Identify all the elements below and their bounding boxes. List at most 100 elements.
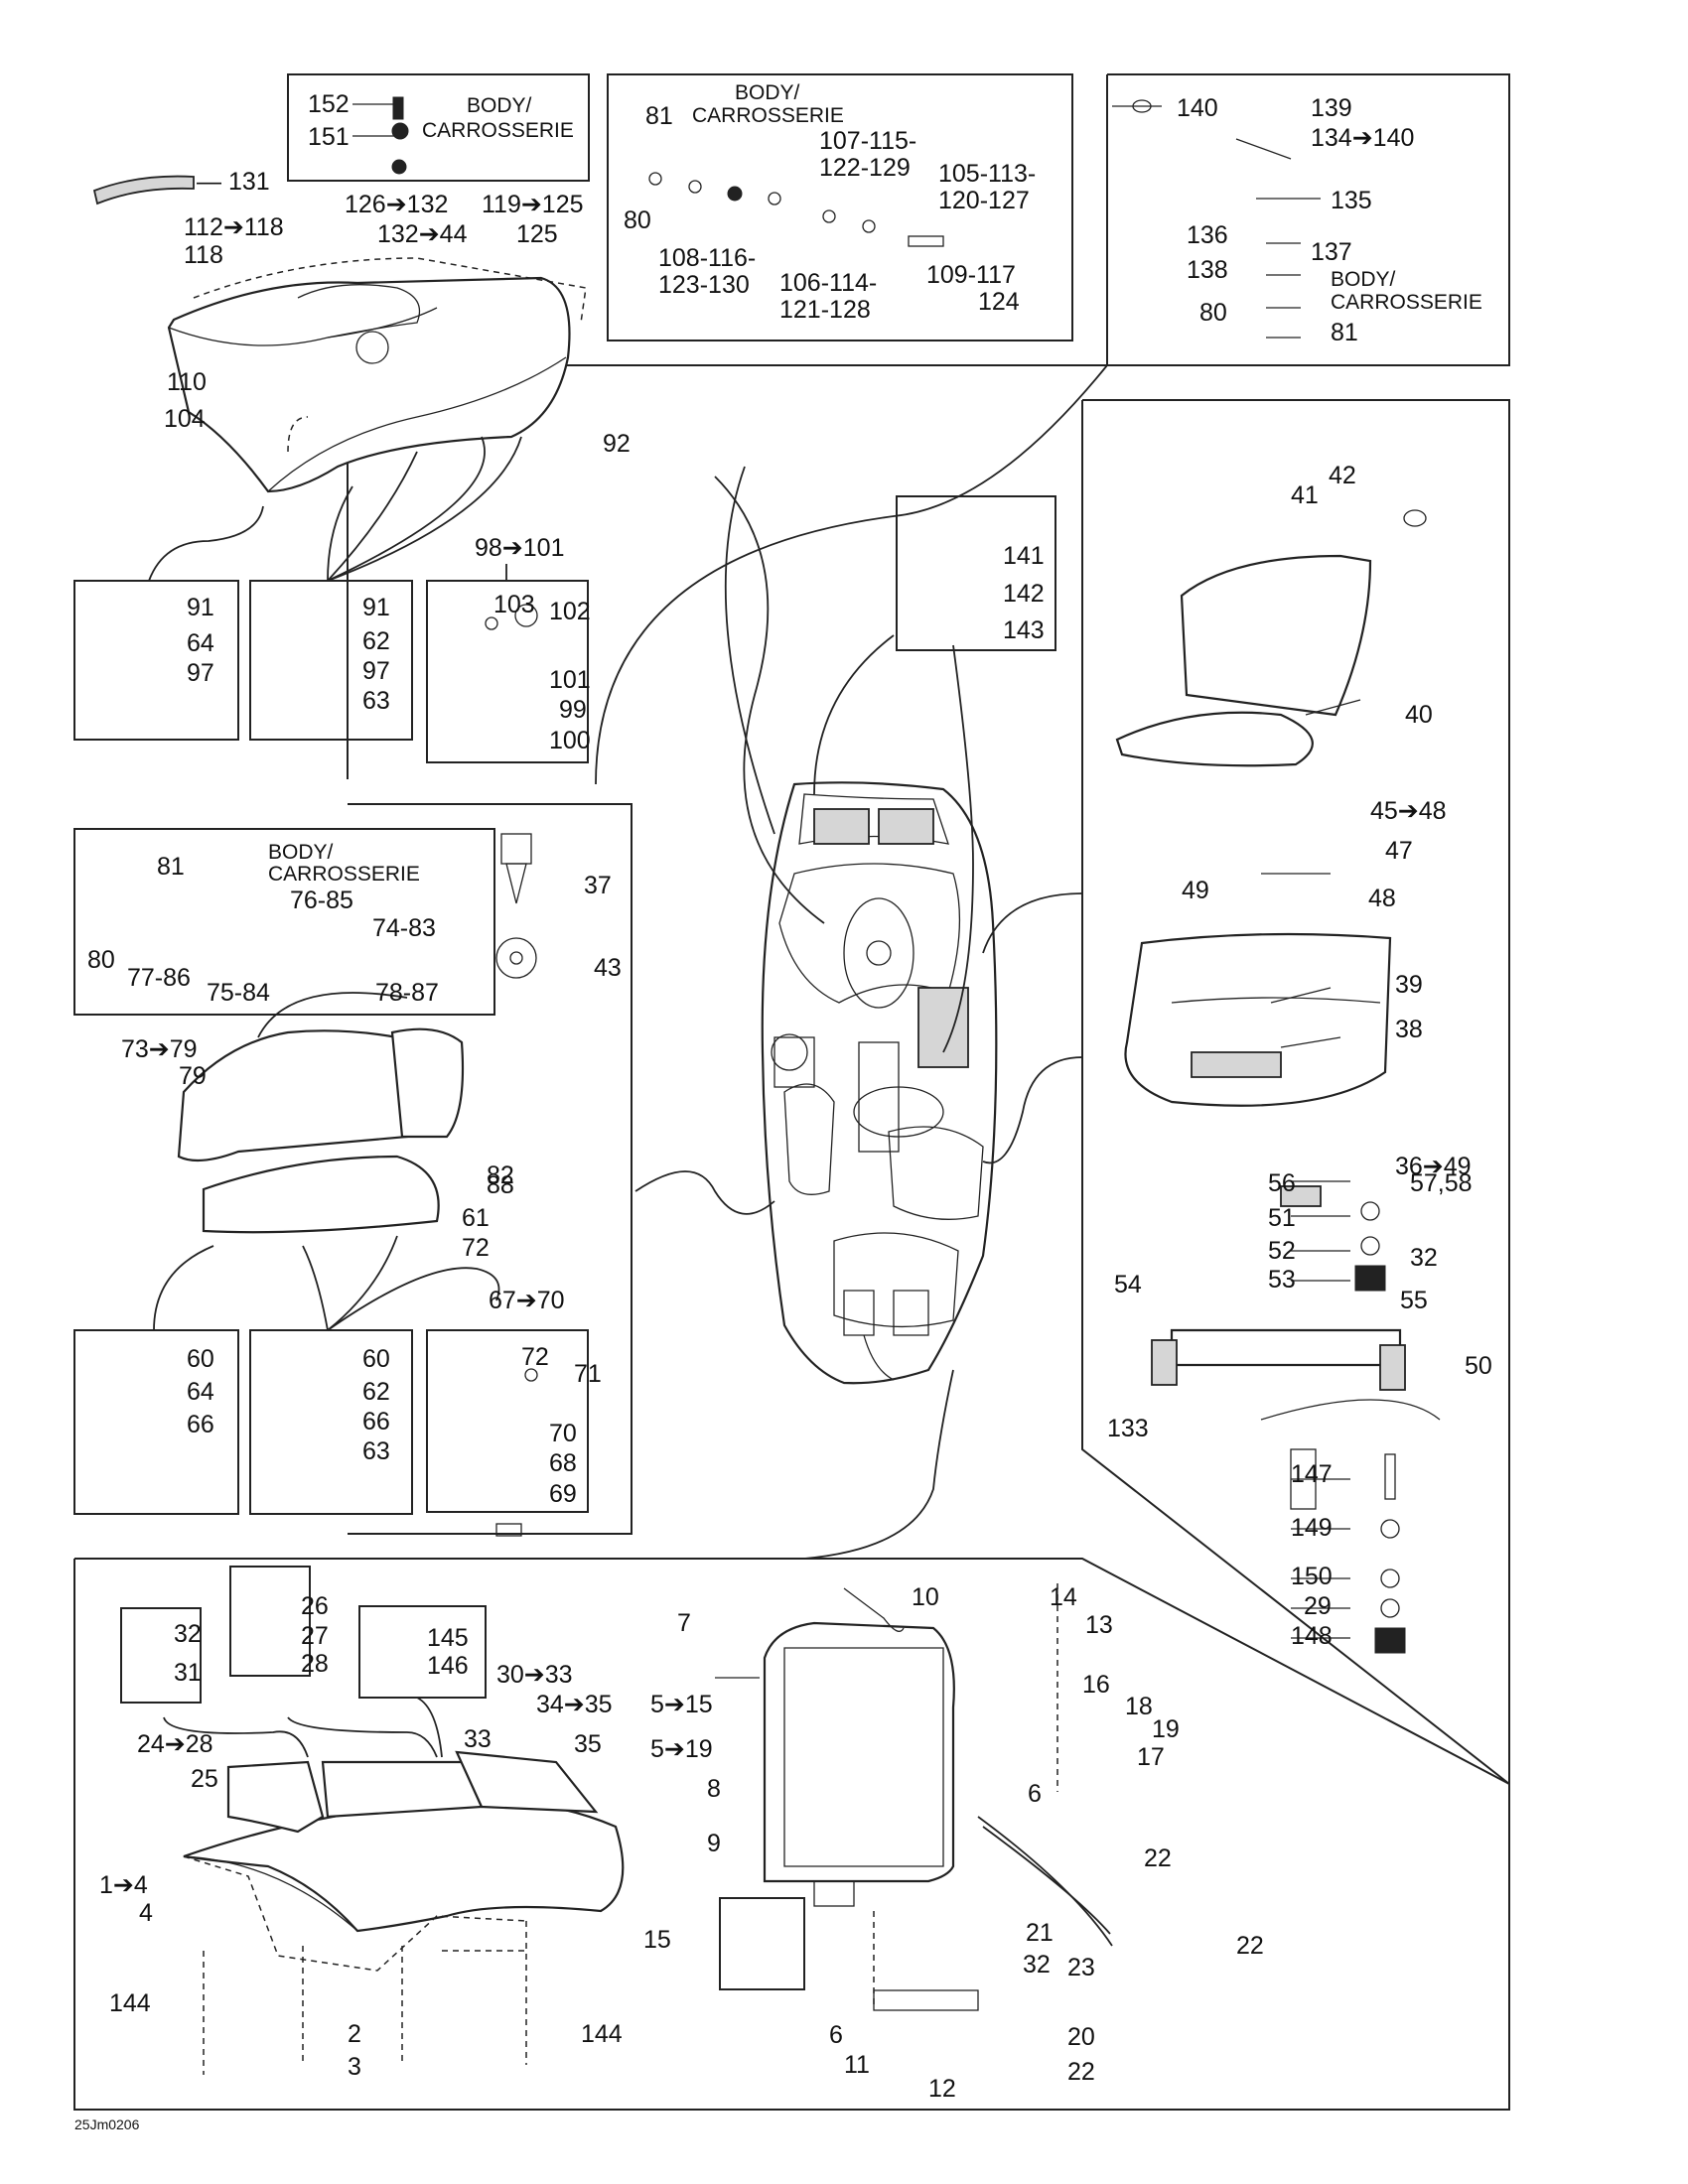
label: 11 [844, 2051, 870, 2079]
label: 64 [187, 629, 214, 657]
label: 64 [187, 1378, 214, 1406]
label: 30➔33 [496, 1661, 573, 1689]
label: 76-85 [290, 887, 353, 914]
label: 145 [427, 1624, 469, 1652]
label: 80 [624, 206, 651, 234]
label: 120-127 [938, 187, 1030, 214]
label: 62 [362, 627, 390, 655]
label: 110 [167, 368, 207, 396]
label: 60 [362, 1345, 390, 1373]
label: 91 [187, 594, 214, 621]
label: 80 [1199, 299, 1227, 327]
label: 69 [549, 1480, 577, 1508]
label: 124 [978, 288, 1020, 316]
label: 138 [1187, 256, 1228, 284]
label: 105-113- [938, 160, 1036, 188]
label: 80 [87, 946, 115, 974]
label: 37 [584, 872, 612, 899]
label: 14 [1050, 1583, 1077, 1611]
label: 107-115- [819, 127, 916, 155]
label: 73➔79 [121, 1035, 198, 1063]
label: 109-117 [926, 261, 1016, 289]
label: 91 [362, 594, 390, 621]
label: 81 [1331, 319, 1358, 346]
label: 102 [549, 598, 591, 625]
label: 147 [1291, 1460, 1333, 1488]
label: 134➔140 [1311, 124, 1414, 152]
label: 7 [677, 1609, 691, 1637]
label: 149 [1291, 1514, 1333, 1542]
label: 9 [707, 1830, 721, 1857]
carrosserie-label: CARROSSERIE [692, 104, 844, 127]
leader-arrows-1 [148, 436, 522, 582]
label: 38 [1395, 1016, 1423, 1043]
body-label: BODY/ [1331, 268, 1396, 291]
label: 108-116- [658, 244, 756, 272]
label: 118 [184, 241, 223, 269]
label: 137 [1311, 238, 1352, 266]
label: 123-130 [658, 271, 750, 299]
label: 88 [487, 1171, 514, 1199]
label: 106-114- [779, 269, 877, 297]
label: 47 [1385, 837, 1413, 865]
label: 57,58 [1410, 1169, 1473, 1197]
label: 97 [362, 657, 390, 685]
label: 13 [1085, 1611, 1113, 1639]
label: 6 [829, 2021, 843, 2049]
label: 136 [1187, 221, 1228, 249]
label: 126➔132 [345, 191, 448, 218]
label: 22 [1144, 1844, 1172, 1872]
label: 103 [493, 591, 535, 618]
label: 35 [574, 1730, 602, 1758]
label: 1➔4 [99, 1871, 148, 1899]
label: 17 [1137, 1743, 1165, 1771]
carrosserie-label: CARROSSERIE [268, 863, 420, 886]
label: 25 [191, 1765, 218, 1793]
label: 23 [1067, 1954, 1095, 1981]
label: 139 [1311, 94, 1352, 122]
label: 101 [549, 666, 591, 694]
hatch-cover [763, 1587, 1113, 2011]
label: 5➔15 [650, 1691, 713, 1718]
label: 32 [174, 1620, 202, 1648]
label: 150 [1291, 1563, 1333, 1590]
label: 132➔44 [377, 220, 468, 248]
body-label: BODY/ [735, 81, 800, 104]
label: 55 [1400, 1287, 1428, 1314]
label: 49 [1182, 877, 1209, 904]
right-seat [1115, 554, 1441, 1510]
label: 51 [1268, 1204, 1296, 1232]
body-label: BODY/ [467, 94, 532, 117]
body-label: BODY/ [268, 841, 334, 864]
label: 6 [1028, 1780, 1042, 1808]
label: 50 [1465, 1352, 1492, 1380]
label: 24➔28 [137, 1730, 213, 1758]
label: 31 [174, 1659, 202, 1687]
mid-seat [153, 992, 500, 1331]
label: 81 [645, 102, 673, 130]
label: 42 [1329, 462, 1356, 489]
label: 18 [1125, 1693, 1153, 1720]
label: 66 [362, 1408, 390, 1435]
label: 71 [574, 1360, 602, 1388]
label: 60 [187, 1345, 214, 1373]
label: 104 [164, 405, 206, 433]
label: 48 [1368, 885, 1396, 912]
hull-body [595, 364, 1108, 1560]
label: 98➔101 [475, 534, 564, 562]
engine-cover [92, 175, 587, 493]
label: 70 [549, 1420, 577, 1447]
label: 40 [1405, 701, 1433, 729]
label: 142 [1003, 580, 1045, 608]
label: 41 [1291, 481, 1319, 509]
label: 82 [487, 1161, 514, 1189]
label: 34➔35 [536, 1691, 613, 1718]
label: 72 [462, 1234, 490, 1262]
label: 66 [187, 1411, 214, 1438]
label: 52 [1268, 1237, 1296, 1265]
label: 141 [1003, 542, 1045, 570]
label: 22 [1067, 2058, 1095, 2086]
label: 112➔118 [184, 213, 284, 241]
labels: — 131 152 151 BODY/ CARROSSERIE 112➔118 … [74, 81, 1492, 2132]
